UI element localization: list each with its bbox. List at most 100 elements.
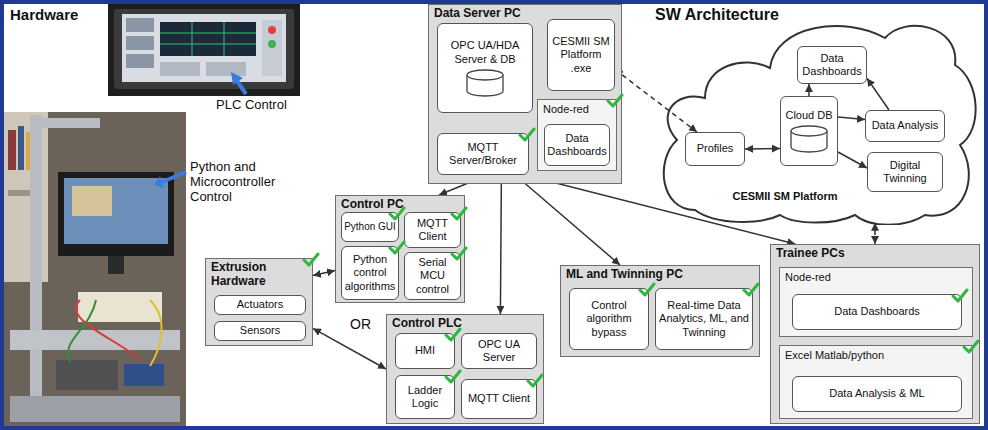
- check-mark: [446, 329, 460, 340]
- box-content: HMI: [398, 344, 452, 357]
- check-mark: [302, 252, 320, 267]
- hardware-photo: [64, 178, 168, 244]
- box-content: Sensors: [217, 324, 303, 337]
- subgroup-box: Excel Matlab/pythonData Analysis & ML: [779, 345, 973, 419]
- component-box: Control algorithm bypass: [569, 288, 649, 350]
- check-mark: [528, 375, 542, 386]
- component-box: Digital Twinning: [867, 152, 943, 192]
- check-mark: [742, 282, 760, 297]
- component-box: Data Analysis: [865, 110, 945, 142]
- check-mark: [452, 248, 466, 259]
- component-box: MQTT Server/Broker: [437, 133, 529, 175]
- box-content: Digital Twinning: [870, 159, 940, 185]
- check-mark: [304, 254, 318, 265]
- connector: [615, 69, 697, 132]
- box-content: Data Analysis: [868, 119, 942, 132]
- box-label: Data Dashboards: [800, 52, 864, 78]
- box-content: MQTT Client: [464, 392, 534, 405]
- box-heading: Node-red: [785, 271, 967, 284]
- plc-photo: [126, 18, 154, 32]
- hardware-photo: [10, 330, 180, 350]
- database-symbol: [789, 125, 829, 153]
- box-label: Digital Twinning: [870, 159, 940, 185]
- check-mark: [520, 129, 534, 140]
- subgroup-box: Node-redData Dashboards: [779, 267, 973, 337]
- box-content: MQTT Client: [407, 217, 458, 243]
- plc-photo: [268, 26, 276, 34]
- group-box: Trainee PCsNode-redData DashboardsExcel …: [770, 244, 980, 424]
- component-box: Python control algorithms: [341, 246, 399, 300]
- hardware-photo: [4, 112, 186, 426]
- group-box: Control PLCHMIOPC UA ServerLadder LogicM…: [386, 314, 544, 424]
- check-mark: [526, 373, 544, 388]
- component-box: Profiles: [685, 132, 745, 166]
- hardware-photo: [30, 115, 42, 415]
- hardware-photo: [124, 364, 164, 386]
- box-label: Data Dashboards: [795, 305, 959, 318]
- plc-photo: [126, 36, 154, 50]
- box-label: MQTT Server/Broker: [440, 141, 526, 167]
- box-label: Actuators: [217, 298, 303, 311]
- hardware-photo: [78, 292, 162, 322]
- check-mark: [964, 341, 978, 352]
- box-label: Serial MCU control: [407, 256, 458, 296]
- component-box: Real-time Data Analytics, ML, and Twinni…: [655, 288, 753, 350]
- connector: [524, 175, 795, 244]
- hardware-photo: [76, 300, 140, 360]
- box-content: Serial MCU control: [407, 256, 458, 296]
- box-label: Control algorithm bypass: [572, 299, 646, 339]
- hardware-photo: [10, 396, 180, 422]
- box-label: Data Analysis: [868, 119, 942, 132]
- plc-photo: [192, 22, 193, 56]
- box-content: MQTT Server/Broker: [440, 141, 526, 167]
- component-box: Cloud DB: [780, 96, 838, 166]
- plc-photo: [160, 33, 256, 34]
- box-heading: Excel Matlab/python: [785, 349, 967, 362]
- check-mark: [446, 371, 460, 382]
- component-box: Data Dashboards: [797, 46, 867, 84]
- component-box: Python GUI: [341, 212, 399, 242]
- box-label: Data Dashboards: [547, 132, 607, 158]
- box-content: Cloud DB: [783, 109, 835, 153]
- box-heading: Control PC: [341, 198, 459, 212]
- check-mark: [953, 290, 967, 301]
- plc-photo: [126, 54, 154, 68]
- check-mark: [450, 206, 468, 221]
- box-content: Data Dashboards: [795, 305, 959, 318]
- plc-photo: [160, 44, 256, 45]
- box-heading: Node-red: [543, 103, 611, 116]
- component-box: HMI: [395, 333, 455, 369]
- box-content: OPC UA/HDA Server & DB: [440, 39, 530, 96]
- component-box: Ladder Logic: [395, 375, 455, 419]
- check-mark: [518, 127, 536, 142]
- group-box: Extrusion HardwareActuatorsSensors: [205, 258, 313, 346]
- box-heading: Trainee PCs: [776, 247, 974, 261]
- hardware-photo: [58, 172, 174, 256]
- connector: [838, 117, 865, 120]
- hardware-photo: [72, 186, 112, 216]
- hardware-photo: [30, 118, 100, 128]
- annotation-label: OR: [350, 316, 371, 332]
- hardware-photo: [56, 360, 118, 390]
- box-content: Data Dashboards: [800, 52, 864, 78]
- check-mark: [444, 327, 462, 342]
- plc-photo: [122, 14, 286, 82]
- hardware-photo: [150, 300, 162, 366]
- component-box: MQTT Client: [404, 212, 461, 248]
- component-box: MQTT Client: [461, 379, 537, 419]
- box-content: CESMII SM Platform .exe: [550, 35, 612, 75]
- callout-arrow: [231, 72, 243, 85]
- plc-photo: [160, 22, 256, 56]
- cloud-shape: CESMII SM Platform Data DashboardsCloud D…: [655, 10, 980, 225]
- plc-photo: [108, 4, 300, 96]
- hardware-photo: [18, 126, 24, 170]
- database-symbol: [465, 69, 505, 97]
- hardware-photo: [4, 112, 186, 426]
- box-heading: Control PLC: [392, 317, 538, 331]
- box-label: Sensors: [217, 324, 303, 337]
- connector: [867, 78, 889, 110]
- connector: [745, 148, 780, 150]
- database-symbol: [467, 70, 503, 80]
- box-heading: CESMII SM Platform: [700, 190, 870, 203]
- component-box: Data Dashboards: [544, 124, 610, 166]
